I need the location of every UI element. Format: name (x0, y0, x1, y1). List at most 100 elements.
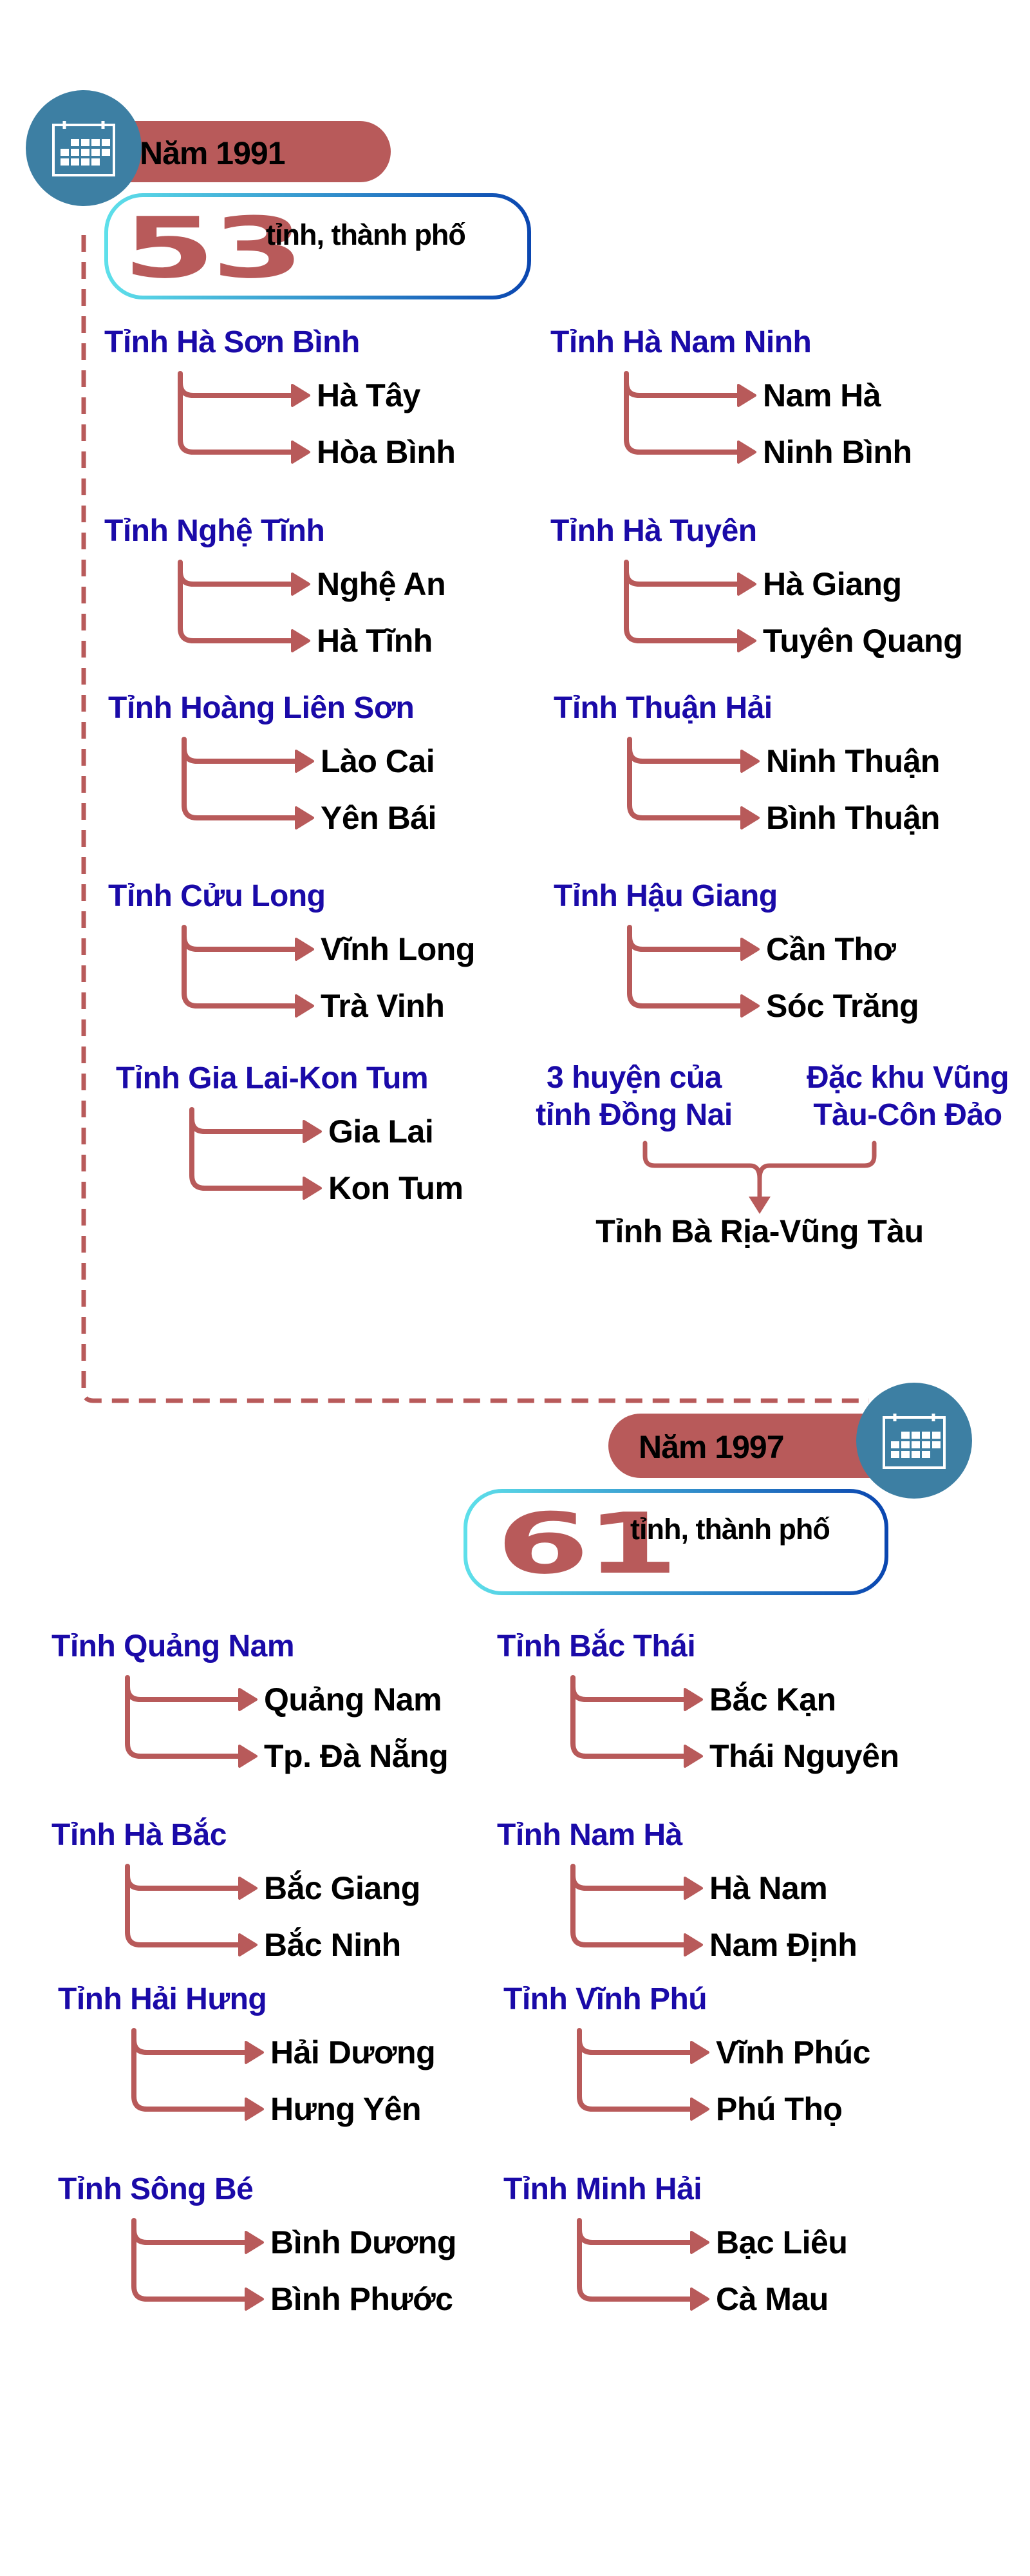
arrow-head-icon (291, 440, 310, 464)
former-province-title: Tỉnh Thuận Hải (554, 691, 772, 725)
year-label-1991: Năm 1991 (140, 135, 285, 171)
arrow-head-icon (291, 629, 310, 652)
new-province-name: Nam Hà (763, 377, 881, 413)
new-province-name: Trà Vinh (321, 988, 445, 1024)
new-province-name: Yên Bái (321, 800, 436, 836)
split-arrows (577, 2218, 709, 2311)
new-province-name: Sóc Trăng (766, 988, 919, 1024)
province-count-unit-1991: tỉnh, thành phố (266, 218, 466, 251)
arrow-head-icon (690, 2287, 709, 2311)
split-arrows (624, 560, 756, 652)
arrow-head-icon (295, 806, 314, 829)
new-province-name: Lào Cai (321, 743, 435, 779)
arrow-head-icon (737, 384, 756, 407)
arrow-head-icon (295, 938, 314, 961)
arrow-head-icon (740, 750, 760, 773)
former-province-title: Tỉnh Hà Nam Ninh (550, 325, 812, 359)
arrow-head-icon (303, 1120, 322, 1143)
split-arrows (627, 737, 760, 829)
year-label-1997: Năm 1997 (639, 1429, 784, 1465)
calendar-badge-1997 (856, 1383, 972, 1499)
new-province-name: Gia Lai (328, 1113, 434, 1150)
new-province-name: Bình Thuận (766, 800, 940, 836)
former-province-title: Tỉnh Hà Tuyên (550, 514, 757, 548)
new-province-name: Ninh Bình (763, 434, 912, 470)
arrow-head-icon (238, 1877, 258, 1900)
merge-source-vung-tau-line1: Đặc khu Vũng (806, 1061, 1009, 1095)
new-province-name: Quảng Nam (264, 1681, 442, 1718)
split-arrows (577, 2028, 709, 2121)
arrow-head-icon (684, 1933, 703, 1956)
arrow-head-icon (690, 2041, 709, 2064)
arrow-head-icon (295, 994, 314, 1018)
arrow-head-icon (245, 2287, 264, 2311)
arrow-head-icon (291, 384, 310, 407)
split-arrows (189, 1107, 322, 1200)
new-province-name: Cần Thơ (766, 931, 896, 967)
arrow-head-icon (238, 1745, 258, 1768)
new-province-name: Hòa Bình (317, 434, 456, 470)
province-count-1991: 53 (122, 199, 304, 297)
new-province-name: Bình Phước (270, 2281, 453, 2317)
arrow-head-icon (737, 440, 756, 464)
new-province-name: Nghệ An (317, 566, 446, 602)
split-arrows (627, 925, 760, 1018)
former-province-title: Tỉnh Hậu Giang (554, 879, 778, 913)
new-province-name: Hà Tĩnh (317, 623, 433, 659)
new-province-name: Vĩnh Long (321, 931, 475, 967)
new-province-name: Ninh Thuận (766, 743, 940, 779)
arrow-head-icon (740, 994, 760, 1018)
province-count-1997: 61 (496, 1495, 679, 1593)
former-province-title: Tỉnh Gia Lai-Kon Tum (116, 1061, 429, 1095)
new-province-name: Hải Dương (270, 2034, 436, 2070)
arrow-head-icon (303, 1177, 322, 1200)
arrow-head-icon (740, 938, 760, 961)
new-province-name: Bắc Ninh (264, 1927, 401, 1963)
new-province-name: Hà Nam (709, 1870, 828, 1906)
merge-source-dong-nai-line2: tỉnh Đồng Nai (536, 1098, 733, 1132)
new-province-name: Phú Thọ (716, 2091, 843, 2127)
split-arrows (570, 1675, 703, 1768)
new-province-name: Vĩnh Phúc (716, 2034, 870, 2070)
former-province-title: Tỉnh Hải Hưng (58, 1982, 267, 2016)
arrow-head-icon (245, 2098, 264, 2121)
split-arrows (178, 560, 310, 652)
split-arrows (178, 371, 310, 464)
split-arrows (131, 2218, 264, 2311)
arrow-head-icon (684, 1745, 703, 1768)
arrow-head-icon (245, 2231, 264, 2254)
former-province-title: Tỉnh Sông Bé (58, 2172, 254, 2206)
new-province-name: Kon Tum (328, 1170, 464, 1206)
arrow-head-icon (245, 2041, 264, 2064)
arrow-head-icon (291, 573, 310, 596)
calendar-icon (883, 1414, 946, 1469)
split-arrows (125, 1864, 258, 1956)
arrow-head-icon (295, 750, 314, 773)
arrow-head-icon (740, 806, 760, 829)
arrow-head-icon (690, 2231, 709, 2254)
split-arrows (624, 371, 756, 464)
arrow-head-icon (238, 1933, 258, 1956)
new-province-name: Cà Mau (716, 2281, 829, 2317)
former-province-title: Tỉnh Hà Sơn Bình (104, 325, 360, 359)
former-province-title: Tỉnh Minh Hải (503, 2172, 702, 2206)
arrow-head-icon (690, 2098, 709, 2121)
former-province-title: Tỉnh Quảng Nam (52, 1629, 295, 1663)
merge-result: Tỉnh Bà Rịa-Vũng Tàu (595, 1213, 924, 1249)
new-province-name: Thái Nguyên (709, 1738, 899, 1774)
merge-source-vung-tau-line2: Tàu-Côn Đảo (813, 1098, 1002, 1132)
